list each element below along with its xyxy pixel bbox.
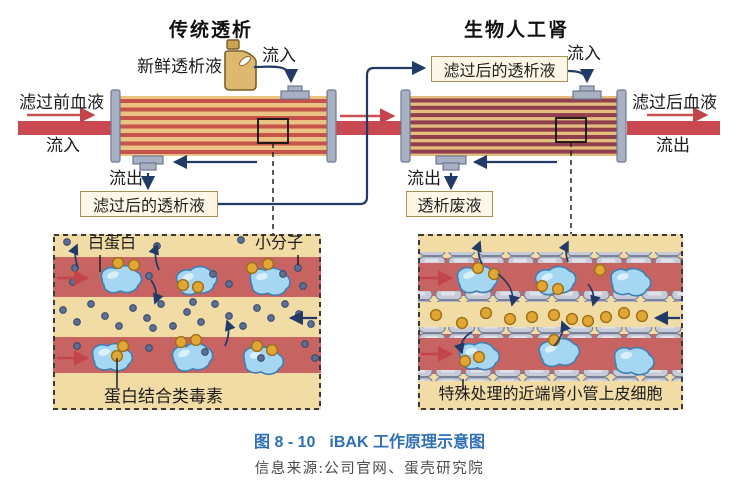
dialysate-jug-icon [224, 39, 257, 91]
figure-caption: 图 8 - 10 iBAK 工作原理示意图 [0, 428, 739, 452]
dialysate-outflow-label-left: 流出 [109, 169, 143, 188]
blood-after-filtration-label: 滤过后血液 [632, 93, 717, 112]
heading-bioartificial-kidney: 生物人工肾 [464, 20, 570, 41]
source-line: 信息来源:公司官网、蛋壳研究院 [254, 461, 485, 477]
blood-inflow-label: 流入 [46, 136, 80, 155]
epithelial-cells-label: 特殊处理的近端肾小管上皮细胞 [438, 386, 663, 403]
filtered-dialysate-box-left: 滤过后的透析液 [80, 191, 218, 217]
figure-number: 图 8 - 10 [254, 434, 316, 451]
blood-band [18, 107, 720, 135]
left-dialyzer [110, 85, 337, 235]
dialysis-waste-box: 透析废液 [406, 191, 493, 217]
inset-right-border [418, 234, 683, 410]
blood-before-filtration-label: 滤过前血液 [19, 93, 104, 112]
inset-left-border [53, 234, 321, 410]
dialysate-inflow-label-left: 流入 [262, 46, 296, 65]
inset-right-panel [418, 234, 683, 410]
protein-bound-toxins-label: 蛋白结合类毒素 [104, 387, 223, 406]
epithelial-cell-rows [418, 252, 683, 381]
dialysate-inflow-label-right: 流入 [567, 44, 601, 63]
small-molecules-label: 小分子 [255, 235, 304, 252]
albumin-label: 白蛋白 [88, 235, 137, 252]
right-dialyzer [400, 85, 627, 235]
left-dialyzer-top-port [280, 85, 310, 100]
right-dialyzer-bottom-port [435, 155, 467, 171]
blood-outflow-label: 流出 [656, 136, 690, 155]
figure-title: iBAK 工作原理示意图 [329, 434, 485, 451]
right-dialyzer-top-port [572, 85, 602, 100]
left-dialyzer-bottom-port [132, 155, 164, 171]
dialysate-outflow-label-right: 流出 [407, 169, 441, 188]
fresh-dialysate-label: 新鲜透析液 [137, 57, 222, 76]
heading-traditional-dialysis: 传统透析 [169, 20, 254, 41]
flow-connector-lines [140, 60, 595, 206]
inset-left-panel [53, 234, 321, 410]
filtered-dialysate-box-right: 滤过后的透析液 [431, 56, 568, 82]
